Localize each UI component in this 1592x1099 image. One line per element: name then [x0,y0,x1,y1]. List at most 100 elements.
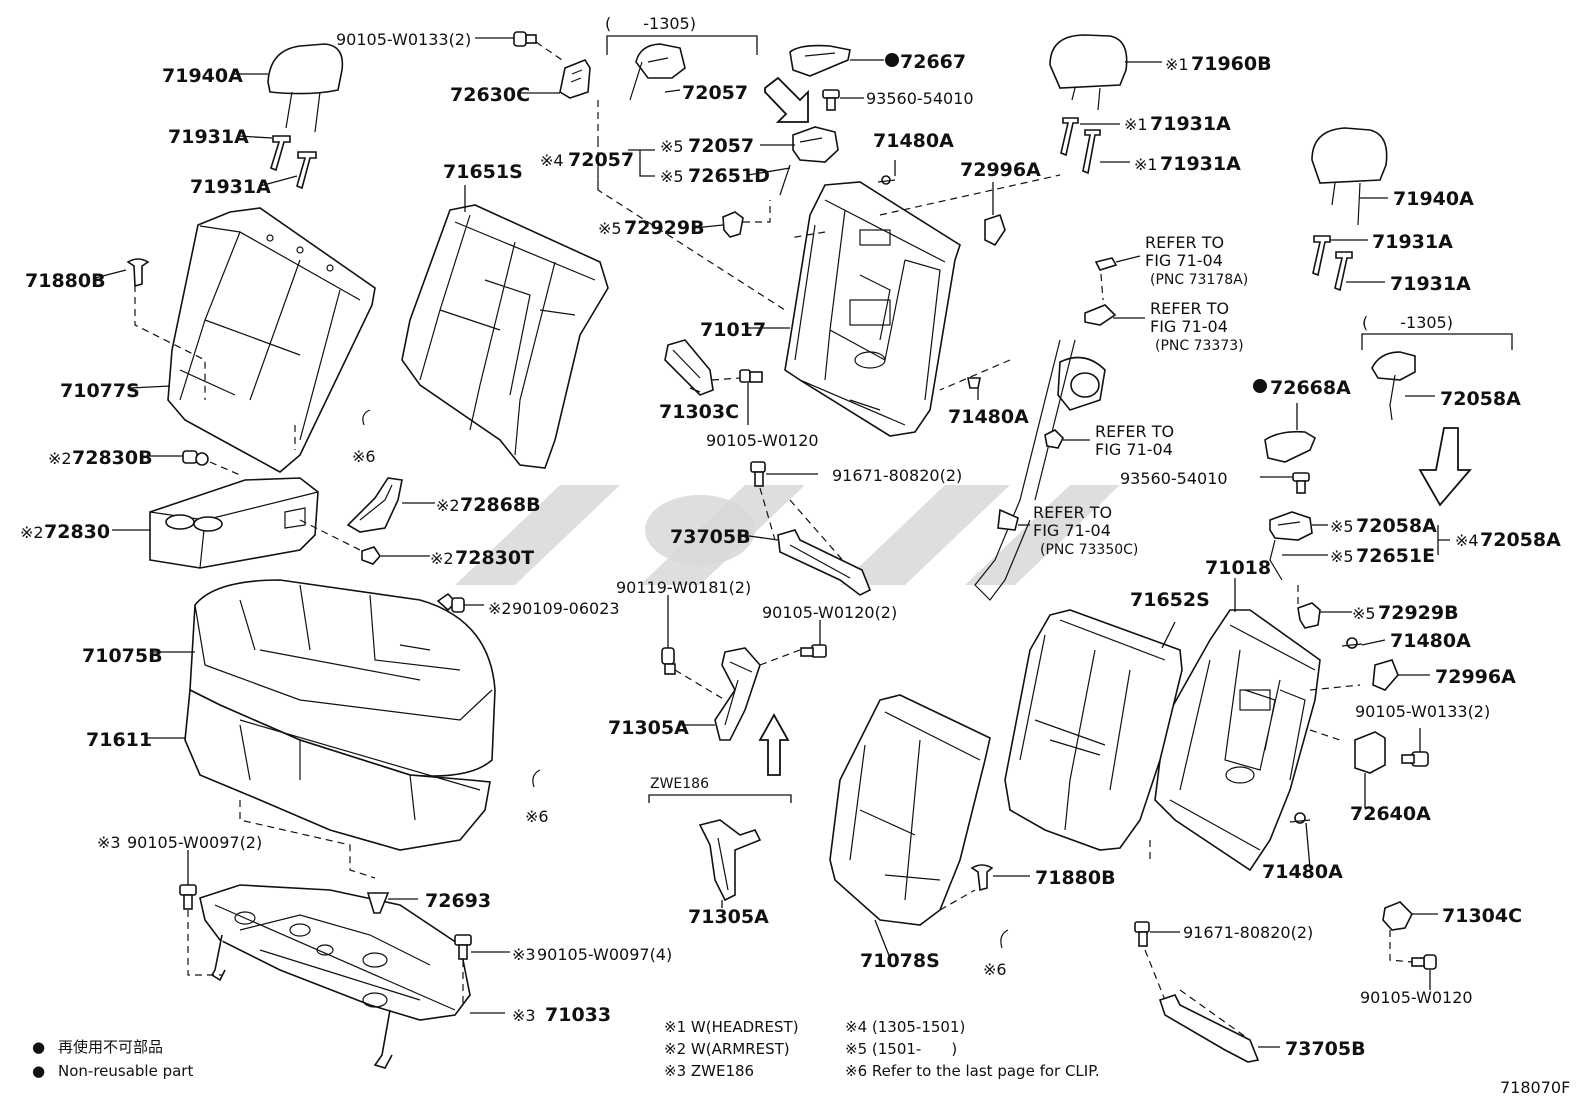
screw-93560-right [1292,472,1310,494]
lock-assy-72058A [1269,511,1313,581]
seatback-frame-left [784,181,961,437]
cap-72996A-top [984,213,1006,247]
headrest-guide-left [270,135,317,190]
label-71880B-mid: 71880B [1035,867,1116,889]
label-90105-W0097-2: 90105-W0097(2) [127,833,262,852]
legend-en: Non-reusable part [58,1062,193,1080]
label-72868B: 72868B [460,494,541,516]
cover-72668A [1264,430,1317,463]
label-71075B: 71075B [82,645,163,667]
label-90105-W0120-a: 90105-W0120 [706,431,819,450]
arrow-right [1418,427,1472,507]
label-71931A-r1: 71931A [1150,113,1231,135]
label-1305-top: ( -1305) [605,14,696,33]
note-x3: ※3 ZWE186 [664,1062,754,1080]
label-72651D: 72651D [688,165,770,187]
bracket-71304C [1382,901,1413,931]
seatbelt-anchor [997,508,1019,531]
label-71480A-mid: 71480A [948,406,1029,428]
label-72996A-top: 72996A [960,159,1041,181]
clip-71480A-mid [967,377,981,389]
refer1-line3: (PNC 73178A) [1150,272,1248,288]
bracket-71305A-a [714,647,761,741]
refer1-line1: REFER TO [1145,233,1224,252]
bolt-90105-W0120-a [739,369,763,383]
label-71305A-b: 71305A [688,906,769,928]
label-90119: 90119-W0181(2) [616,578,751,597]
label-72830T: 72830T [455,547,534,569]
label-71077S: 71077S [60,380,140,402]
clip-72929B-right [1297,602,1321,629]
headrest-right [1311,127,1388,226]
label-71304C: 71304C [1442,905,1522,927]
mark-x5-a: ※5 [660,137,684,156]
label-71931A-r3: 71931A [1372,231,1453,253]
mark-x5-f: ※5 [1352,604,1376,623]
refer4-line2: FIG 71-04 [1033,521,1111,540]
label-73705B-bottom: 73705B [1285,1038,1366,1060]
headrest-guide-right-top [1060,117,1101,175]
mark-x5-b: ※5 [660,167,684,186]
note-x6: ※6 Refer to the last page for CLIP. [845,1062,1100,1080]
label-91671-bottom: 91671-80820(2) [1183,923,1313,942]
label-90105-W0120-2: 90105-W0120(2) [762,603,897,622]
clip-72929B-top [722,211,744,238]
label-90105-W0120-b: 90105-W0120 [1360,988,1473,1007]
note-x5: ※5 (1501- ) [845,1040,957,1058]
label-93560-right: 93560-54010 [1120,469,1228,488]
seatback-frame-right [1154,609,1321,872]
label-72058A-x4: 72058A [1480,529,1561,551]
label-71017: 71017 [700,319,766,341]
label-71303C: 71303C [659,401,739,423]
bolt-90105-W0097-left [179,884,197,910]
label-93560-top: 93560-54010 [866,89,974,108]
headrest-guide-far-right [1312,235,1353,292]
watermark [455,485,1120,585]
armrest [149,477,319,569]
label-71960B: 71960B [1191,53,1272,75]
label-72058A-top: 72058A [1440,388,1521,410]
striker-73705B-top [777,529,872,596]
mark-x2-c: ※2 [436,496,460,515]
clip-72693 [366,892,390,914]
label-71880B-left: 71880B [25,270,106,292]
label-72929B-right: 72929B [1378,602,1459,624]
label-72057-top: 72057 [682,82,748,104]
mark-x5-c: ※5 [598,219,622,238]
mark-x2-e: ※2 [488,599,512,618]
label-71931A-left-1: 71931A [168,126,249,148]
arrow-top [764,76,809,123]
mark-x2-a: ※2 [48,449,72,468]
mark-x1-a: ※1 [1165,55,1189,74]
mark-x3-a: ※3 [97,833,121,852]
label-71305A-a: 71305A [608,717,689,739]
legend-dot-2: ● [32,1062,45,1080]
note-x4: ※4 (1305-1501) [845,1018,965,1036]
label-72630C: 72630C [450,84,530,106]
clip-71480A-right-bottom [1289,812,1311,824]
bolt-91671-bottom [1134,921,1150,947]
arrow-up [758,713,790,776]
label-1305-right: ( -1305) [1362,313,1453,332]
bracket-71303C [664,339,714,396]
label-90105-W0133-r: 90105-W0133(2) [1355,702,1490,721]
cover-72667 [789,44,851,77]
label-71480A-r: 71480A [1390,630,1471,652]
bolt-90105-W0133-right [1401,751,1429,767]
cap-72996A-right [1372,659,1399,691]
mark-x3-c: ※3 [512,1006,536,1025]
clip-71880B-mid [970,864,994,892]
note-x1: ※1 W(HEADREST) [664,1018,799,1036]
clip-71480A-top [877,175,896,185]
label-90109: 90109-06023 [512,599,620,618]
lock-knob-72058A [1371,351,1416,421]
stopper-72830T [361,546,382,565]
label-71611: 71611 [86,729,152,751]
label-90105-W0133-top: 90105-W0133(2) [336,30,471,49]
label-71940A-right: 71940A [1393,188,1474,210]
label-71018: 71018 [1205,557,1271,579]
label-71940A-left: 71940A [162,65,243,87]
belt-clip-top [1084,257,1118,326]
label-71033: 71033 [545,1004,611,1026]
